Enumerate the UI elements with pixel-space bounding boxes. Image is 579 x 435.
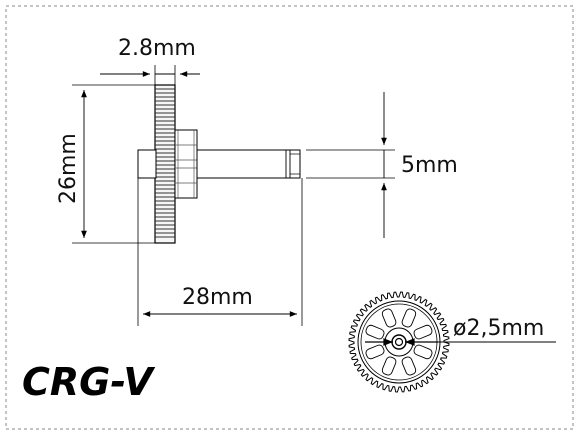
dimension-center-hole: ø2,5mm (365, 316, 556, 346)
label-gear-diameter: 26mm (56, 133, 81, 204)
side-view (137, 84, 301, 244)
gear-side (154, 84, 176, 244)
dimension-shaft-diameter: 5mm (306, 92, 458, 238)
dimension-gear-diameter: 26mm (56, 84, 155, 244)
shaft (137, 149, 301, 179)
dashed-border (5, 5, 574, 430)
label-overall-length: 28mm (182, 285, 253, 310)
dimension-overall-length: 28mm (137, 178, 303, 326)
spline-hub (174, 129, 198, 199)
dimension-gear-thickness: 2.8mm (100, 36, 200, 86)
product-name: CRG-V (22, 360, 155, 404)
label-center-hole: ø2,5mm (453, 316, 544, 341)
label-gear-thickness: 2.8mm (118, 36, 196, 61)
label-shaft-diameter: 5mm (401, 153, 458, 178)
gear-front-view (348, 291, 450, 393)
